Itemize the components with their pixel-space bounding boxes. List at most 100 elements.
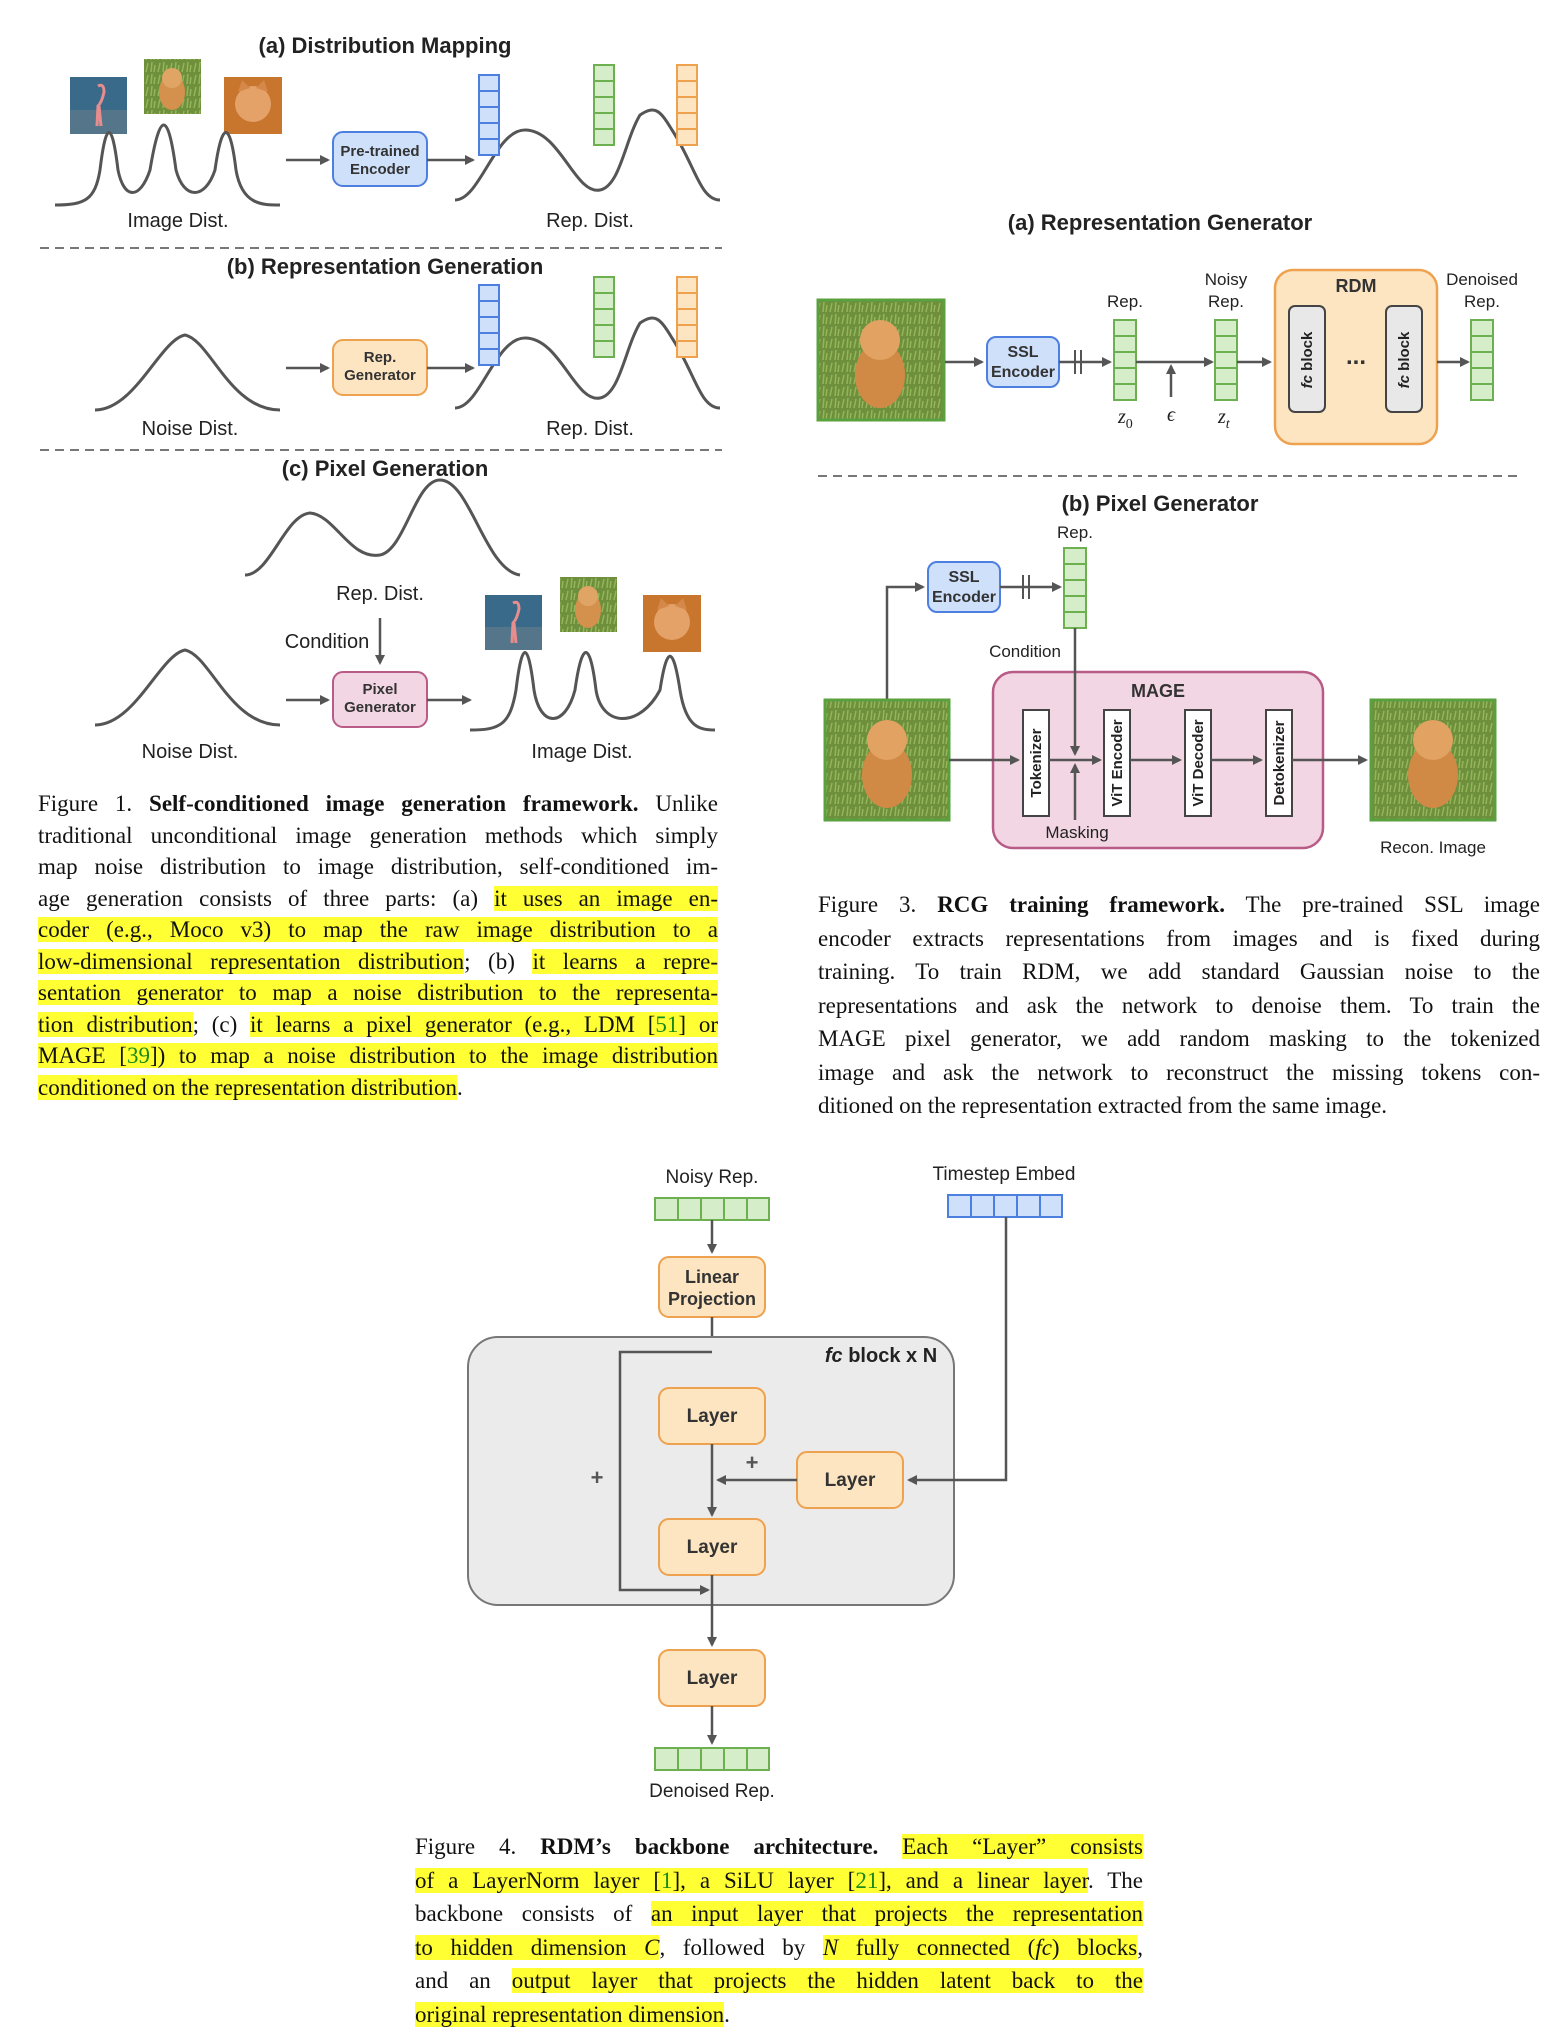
fig4-caption-line-1: Figure 4. RDM’s backbone architecture. E…	[415, 1834, 1143, 1859]
fig3-rep-label-b: Rep.	[1057, 523, 1093, 542]
fc-ellipsis: ...	[1346, 343, 1366, 370]
vit-decoder-label: ViT Decoder	[1190, 719, 1207, 806]
rep-vector-z0	[1113, 319, 1137, 401]
ssl-encoder-a-1: SSL	[1007, 344, 1038, 361]
fig1-noise-dist-label-c: Noise Dist.	[142, 741, 239, 763]
fig3-title-b: (b) Pixel Generator	[1062, 491, 1259, 516]
fig1-caption-line-1: Figure 1. Self-conditioned image generat…	[38, 791, 718, 816]
cat-photo-input-b	[823, 698, 951, 822]
noise-dist-curve-b	[94, 333, 281, 412]
vit-encoder-box	[1103, 709, 1131, 817]
flamingo-image	[70, 77, 127, 134]
ssl-encoder-b-1: SSL	[948, 569, 979, 586]
fig1-image-dist-label-c: Image Dist.	[531, 741, 632, 763]
cat-image-small-c	[560, 577, 617, 632]
linear-projection-label-2: Projection	[668, 1289, 756, 1309]
denoised-rep-vector	[1470, 319, 1494, 401]
tokenizer-box	[1022, 709, 1050, 817]
fig3-caption-line-3: training. To train RDM, we add standard …	[818, 959, 1540, 984]
figure-4-caption: Figure 4. RDM’s backbone architecture. E…	[415, 1830, 1144, 2031]
figure-1: (a) Distribution Mapping Image Dist. Pre…	[40, 33, 722, 763]
flamingo-image-c	[485, 595, 542, 650]
denoised-rep-label-1: Denoised	[1446, 270, 1518, 289]
zt-label: zt	[1217, 406, 1231, 432]
layer-3-label: Layer	[687, 1668, 738, 1689]
fig4-caption-line-4: to hidden dimension C, followed by N ful…	[415, 1934, 1143, 1960]
pretrained-encoder-label-2: Encoder	[350, 161, 410, 178]
fig3-title-a: (a) Representation Generator	[1008, 210, 1313, 235]
cat-image-small	[144, 59, 201, 114]
epsilon-label: ϵ	[1167, 404, 1176, 426]
rdm-label: RDM	[1336, 276, 1377, 296]
fc-block-1	[1288, 305, 1326, 413]
fig1-image-dist-label-a: Image Dist.	[127, 210, 228, 232]
fig1-caption-line-2: traditional unconditional image generati…	[38, 822, 718, 848]
detokenizer-label: Detokenizer	[1271, 720, 1288, 805]
rep-generator-label-1: Rep.	[364, 349, 397, 366]
fc-block-2-label: fc block	[1396, 331, 1413, 388]
fig4-noisy-rep-label: Noisy Rep.	[666, 1167, 759, 1188]
rep-generator-label-2: Generator	[344, 367, 416, 384]
green-vector-b	[593, 276, 615, 358]
noise-dist-curve-c	[94, 648, 281, 727]
fig1-caption-line-10: conditioned on the representation distri…	[38, 1074, 463, 1100]
fig1-title-c: (c) Pixel Generation	[282, 456, 489, 481]
fig4-noisy-rep-vector	[654, 1197, 770, 1221]
pretrained-encoder-label-1: Pre-trained	[340, 143, 419, 160]
fig1-rep-dist-label-c: Rep. Dist.	[336, 583, 424, 605]
orange-vector-b	[676, 276, 698, 358]
rep-vector-b	[1063, 547, 1087, 629]
layer-1-label: Layer	[687, 1406, 738, 1427]
fig3-caption-line-7: ditioned on the representation extracted…	[818, 1093, 1388, 1118]
fig4-caption-line-3: backbone consists of an input layer that…	[415, 1901, 1143, 1926]
fig1-caption-line-8: tion distribution; (c) it learns a pixel…	[38, 1011, 718, 1037]
kitten-image-c	[643, 595, 701, 652]
vit-decoder-box	[1184, 709, 1212, 817]
linear-projection-label-1: Linear	[685, 1267, 739, 1287]
fig4-denoised-rep-label: Denoised Rep.	[649, 1781, 775, 1802]
fig3-caption-line-6: image and ask the network to reconstruct…	[818, 1059, 1540, 1085]
vit-encoder-label: ViT Encoder	[1109, 719, 1126, 806]
fig4-caption-line-2: of a LayerNorm layer [1], a SiLU layer […	[415, 1867, 1143, 1893]
fc-block-2	[1385, 305, 1423, 413]
noisy-rep-label-2: Rep.	[1208, 292, 1244, 311]
fig1-caption-line-5: coder (e.g., Moco v3) to map the raw ima…	[38, 917, 718, 942]
fig4-caption-line-6: original representation dimension.	[415, 2001, 730, 2027]
fig3-condition-label: Condition	[989, 642, 1061, 661]
ssl-encoder-a-2: Encoder	[991, 364, 1055, 381]
fig1-caption-line-7: sentation generator to map a noise distr…	[38, 980, 718, 1005]
fig1-rep-dist-label-a: Rep. Dist.	[546, 210, 634, 232]
fig3-caption-line-4: representations and ask the network to d…	[818, 992, 1540, 1018]
fig4-denoised-rep-vector	[654, 1747, 770, 1771]
timestep-plus: +	[746, 1450, 759, 1475]
fig1-caption-line-9: MAGE [39]) to map a noise distribution t…	[38, 1043, 718, 1068]
image-dist-curve	[54, 123, 281, 207]
fig1-title-b: (b) Representation Generation	[227, 254, 544, 279]
figure-3-caption: Figure 3. RCG training framework. The pr…	[818, 888, 1540, 1123]
recon-image-label: Recon. Image	[1380, 838, 1486, 857]
fig3-caption-line-1: Figure 3. RCG training framework. The pr…	[818, 892, 1540, 917]
cat-photo-input-a	[816, 298, 946, 422]
fc-block-title: fc block x N	[825, 1345, 937, 1367]
fig4-caption-line-5: and an output layer that projects the hi…	[415, 1968, 1144, 1993]
fig1-title-a: (a) Distribution Mapping	[259, 33, 512, 58]
fig3-caption-line-2: encoder extracts representations from im…	[818, 925, 1540, 951]
fig1-caption-line-3: map noise distribution to image distribu…	[38, 854, 718, 879]
tokenizer-label: Tokenizer	[1028, 728, 1045, 797]
masking-label: Masking	[1045, 823, 1108, 842]
mage-label: MAGE	[1131, 681, 1185, 701]
rep-dist-curve-c	[244, 478, 521, 577]
noisy-rep-label-1: Noisy	[1205, 270, 1248, 289]
blue-vector-a	[478, 74, 500, 156]
pixel-generator-label-1: Pixel	[362, 681, 397, 698]
layer-timestep-label: Layer	[825, 1470, 876, 1491]
fig1-condition-label: Condition	[285, 631, 370, 653]
cat-photo-recon	[1369, 698, 1497, 822]
kitten-image	[224, 77, 282, 134]
fig4-timestep-label: Timestep Embed	[933, 1164, 1076, 1185]
skip-plus: +	[591, 1465, 604, 1490]
fig3-caption-line-5: MAGE pixel generator, we add random mask…	[818, 1026, 1540, 1051]
blue-vector-b	[478, 284, 500, 366]
denoised-rep-label-2: Rep.	[1464, 292, 1500, 311]
